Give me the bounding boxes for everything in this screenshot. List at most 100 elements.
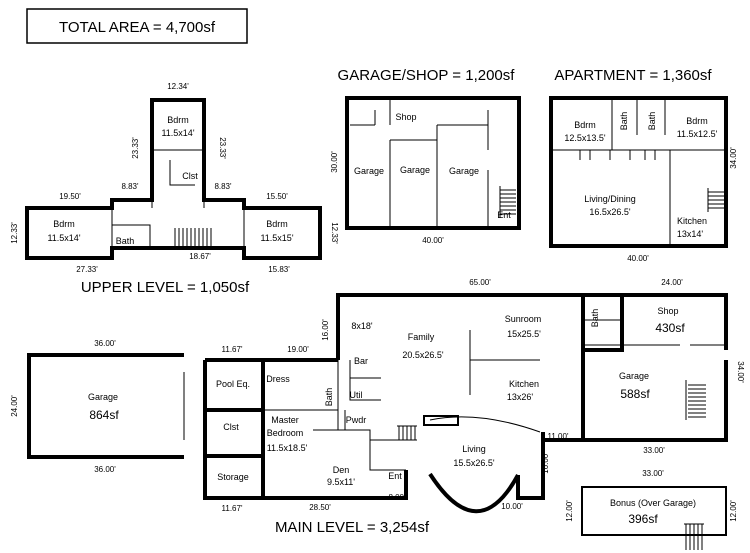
gs-garage-2-label: Garage [400,165,430,175]
main-clst-label: Clst [223,422,239,432]
upper-bdrm-top-size: 11.5x14' [161,128,194,138]
main-dim-16-side: 16.00' [541,452,550,474]
apt-dim-34: 34.00' [729,147,738,169]
total-area-box [26,8,248,44]
upper-dim-19-50: 19.50' [59,192,81,201]
bonus-area: 396sf [628,512,658,526]
det-garage-label: Garage [88,392,118,402]
apt-bath-2-label: Bath [647,112,657,131]
det-garage-dim-side: 24.00' [10,395,19,417]
main-pool-eq-label: Pool Eq. [216,379,250,389]
main-den-label: Den [333,465,350,475]
upper-dim-23-33-left: 23.33' [131,137,140,159]
main-util-label: Util [350,390,363,400]
upper-dim-18-67: 18.67' [189,252,211,261]
main-dim-28-50: 28.50' [309,503,331,512]
main-kitchen-size: 13x26' [507,392,534,402]
gs-dim-40: 40.00' [422,236,444,245]
main-storage-label: Storage [217,472,249,482]
main-level-stairs [397,380,706,441]
upper-bdrm-left-label: Bdrm [53,219,75,229]
upper-bath-label: Bath [116,236,135,246]
main-family-size: 20.5x26.5' [402,350,444,360]
total-area-label: TOTAL AREA = 4,700sf [59,19,216,36]
gs-garage-1-label: Garage [354,166,384,176]
upper-dim-15-50: 15.50' [266,192,288,201]
main-ent-label: Ent [388,471,402,481]
upper-bdrm-left-size: 11.5x14' [47,233,80,243]
detached-garage-plan [27,353,185,459]
main-dim-8: 8.00' [388,493,406,502]
main-sunroom-label: Sunroom [505,314,542,324]
garage-shop-title: GARAGE/SHOP = 1,200sf [338,67,516,84]
bonus-dim-12-left: 12.00' [565,500,574,522]
upper-dim-12-34: 12.34' [167,82,189,91]
apt-living-label: Living/Dining [584,194,636,204]
bonus-label: Bonus (Over Garage) [610,498,696,508]
upper-dim-27-33: 27.33' [76,265,98,274]
main-bath-label: Bath [324,388,334,407]
bonus-plan [581,486,727,550]
upper-bdrm-right-size: 11.5x15' [260,233,293,243]
garage-shop-plan [345,96,521,230]
upper-dim-8-83-left: 8.83' [121,182,139,191]
main-dress-label: Dress [266,374,290,384]
gs-garage-3-label: Garage [449,166,479,176]
main-garage-label: Garage [619,371,649,381]
main-living-size: 15.5x26.5' [453,458,495,468]
main-garage-area: 588sf [620,387,650,401]
main-bar-label: Bar [354,356,368,366]
main-bedroom-label: Bedroom [267,428,304,438]
upper-dim-8-83-right: 8.83' [214,182,232,191]
apt-bdrm-1-size: 12.5x13.5' [564,133,606,143]
gs-ent-label: Ent [497,210,511,220]
main-kitchen-label: Kitchen [509,379,539,389]
main-level-title: MAIN LEVEL = 3,254sf [275,519,430,536]
det-garage-dim-bottom: 36.00' [94,465,116,474]
fireplace [423,415,459,426]
main-shop-area: 430sf [655,321,685,335]
main-dim-65: 65.00' [469,278,491,287]
main-pwdr-label: Pwdr [346,415,367,425]
apt-kitchen-size: 13x14' [677,229,704,239]
det-garage-area: 864sf [89,408,119,422]
bonus-dim-33: 33.00' [642,469,664,478]
apt-bdrm-1-label: Bdrm [574,120,596,130]
apartment-title: APARTMENT = 1,360sf [554,67,712,84]
main-dim-19: 19.00' [287,345,309,354]
upper-dim-23-33-right: 23.33' [218,137,227,159]
apt-dim-40: 40.00' [627,254,649,263]
upper-level-title: UPPER LEVEL = 1,050sf [81,279,250,296]
main-bath-2-label: Bath [590,309,600,328]
apt-bdrm-2-size: 11.5x12.5' [677,129,718,139]
upper-dim-12-33-left: 12.33' [10,222,19,244]
apt-bath-1-label: Bath [619,112,629,131]
apt-kitchen-label: Kitchen [677,216,707,226]
main-master-size: 11.5x18.5' [267,443,308,453]
upper-clst-label: Clst [182,171,198,181]
main-sunroom-size: 15x25.5' [507,329,541,339]
main-dim-10: 10.00' [501,502,523,511]
apt-bdrm-2-label: Bdrm [686,116,708,126]
main-dim-33: 33.00' [643,446,665,455]
main-master-label: Master [271,415,299,425]
main-family-label: Family [408,332,435,342]
main-dim-11: 11.00' [548,432,569,441]
main-level-plan [203,293,728,514]
main-dim-16-top: 16.00' [321,319,330,341]
main-dim-34: 34.00' [736,361,745,383]
main-shop-label: Shop [657,306,678,316]
main-living-label: Living [462,444,486,454]
gs-dim-30: 30.00' [330,151,339,173]
upper-level-plan [25,98,322,260]
main-den-size: 9.5x11' [327,477,355,487]
main-dim-11-67-bottom: 11.67' [222,504,243,513]
upper-bdrm-right-label: Bdrm [266,219,288,229]
upper-bdrm-top-label: Bdrm [167,115,189,125]
gs-shop-label: Shop [395,112,416,122]
bonus-dim-12-right: 12.00' [729,500,738,522]
det-garage-dim-top: 36.00' [94,339,116,348]
apt-living-size: 16.5x26.5' [589,207,631,217]
upper-dim-12-33-right: 12.33' [330,222,339,244]
